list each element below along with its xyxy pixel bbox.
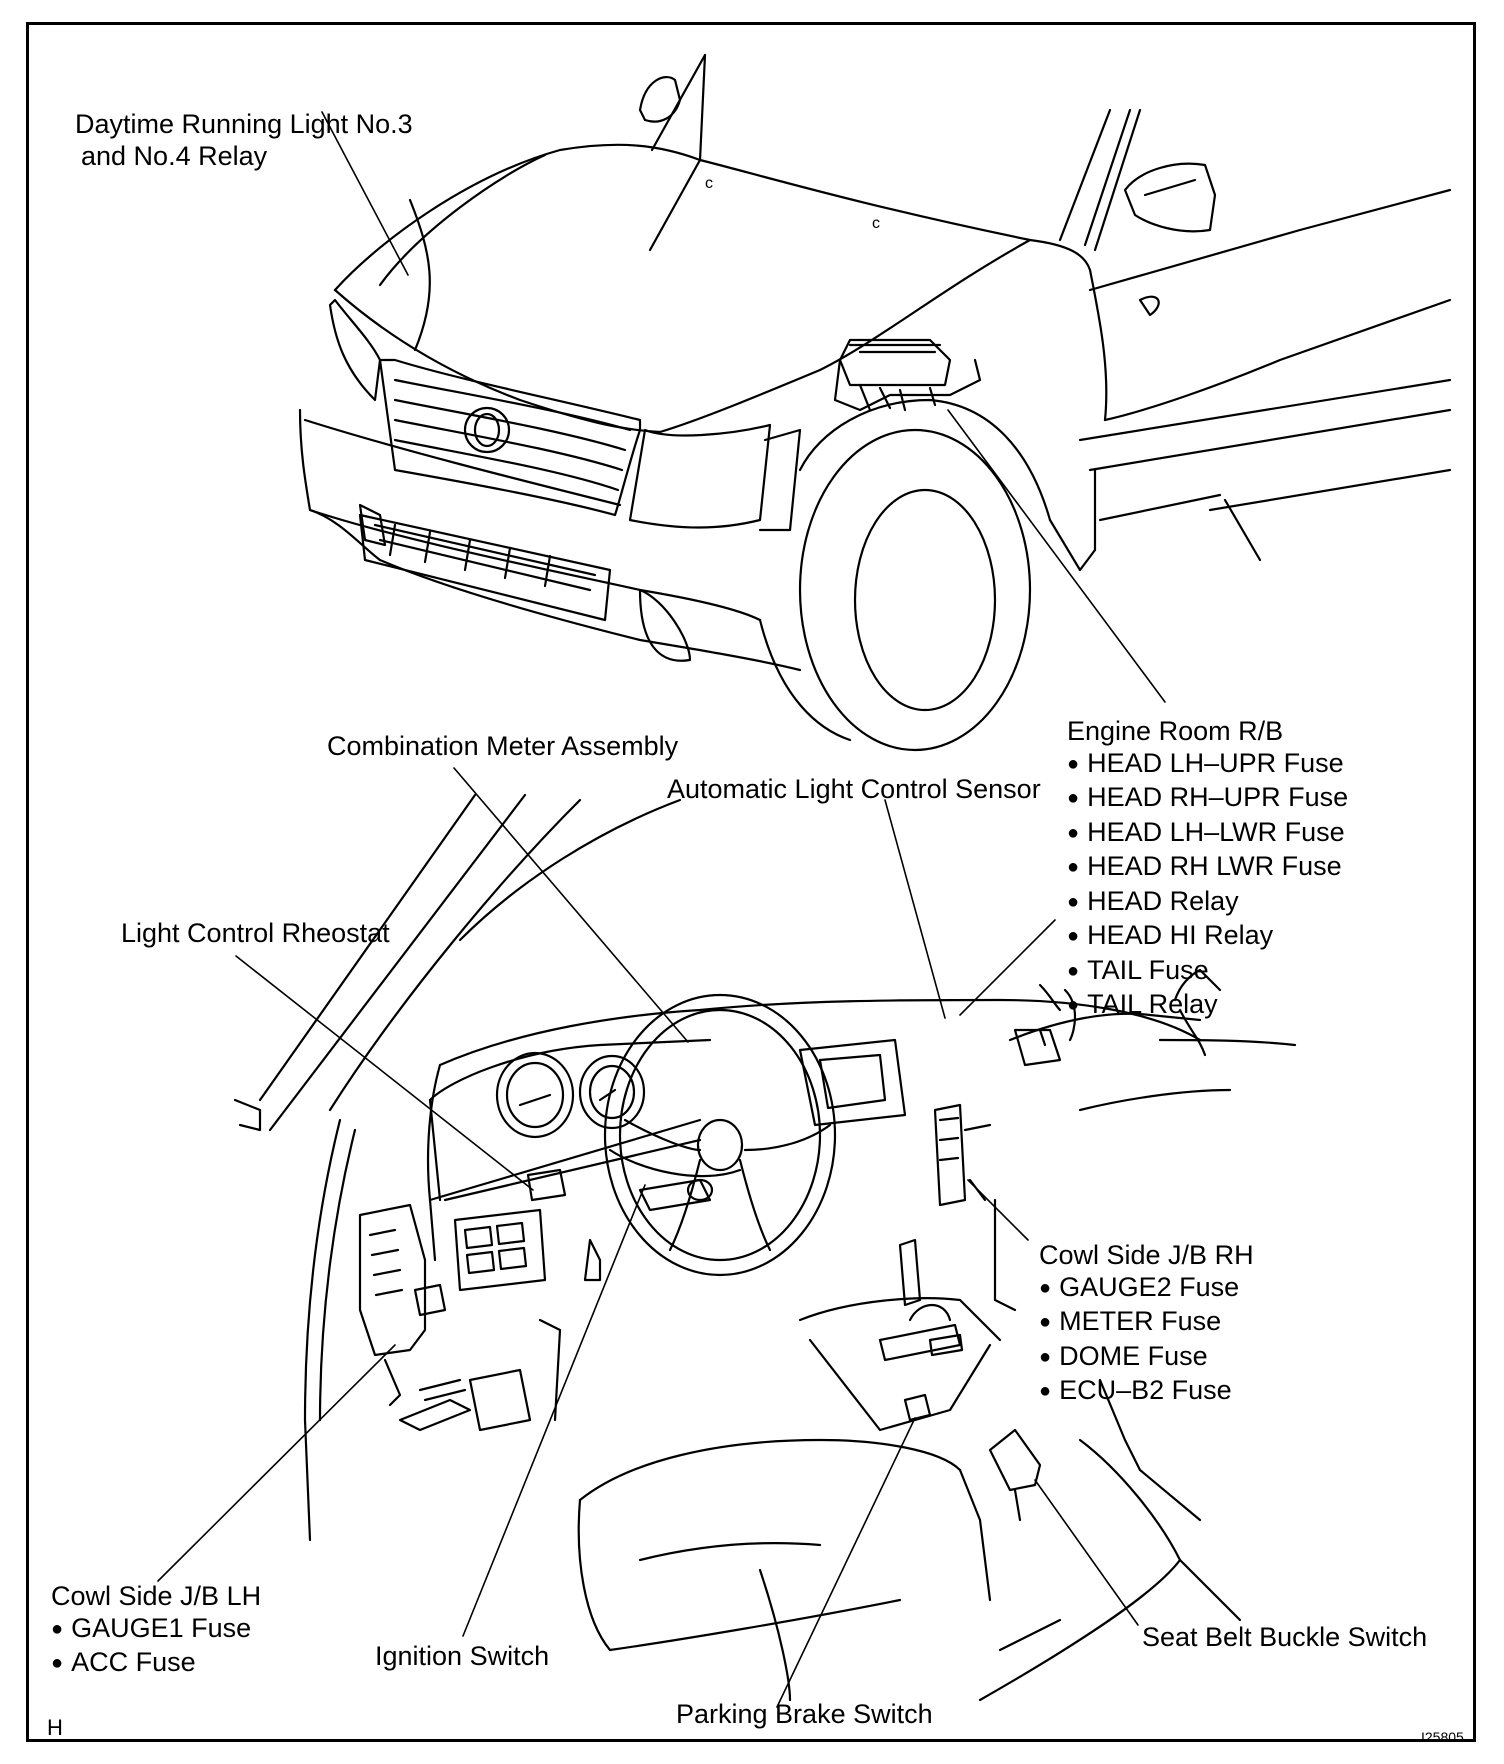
leader-light-rheostat	[235, 955, 534, 1191]
ignition-switch-label: Ignition Switch	[375, 1641, 550, 1671]
cowl-side-rh-item: METER Fuse	[1039, 1306, 1254, 1341]
cowl-side-rh-item: DOME Fuse	[1039, 1341, 1254, 1376]
engine-room-rb-item: HEAD HI Relay	[1067, 920, 1348, 955]
leader-lines	[157, 111, 1166, 1708]
cowl-side-rh-item: ECU–B2 Fuse	[1039, 1375, 1254, 1410]
corner-mark: H	[47, 1715, 63, 1740]
seat-belt-buckle-switch-label: Seat Belt Buckle Switch	[1142, 1622, 1428, 1652]
leader-auto-light-sensor-tail	[959, 919, 1056, 1016]
leader-cowl-side-lh	[157, 1344, 396, 1582]
engine-room-rb-item: HEAD LH–UPR Fuse	[1067, 748, 1348, 783]
leader-combination-meter	[453, 767, 689, 1043]
engine-room-rb-item: TAIL Relay	[1067, 989, 1348, 1024]
leader-ignition-switch	[462, 1184, 646, 1637]
cowl-side-lh-title: Cowl Side J/B LH	[51, 1581, 262, 1611]
leader-seat-belt-buckle	[1034, 1479, 1139, 1626]
leader-parking-brake	[776, 1417, 916, 1708]
engine-room-rb-callout: Engine Room R/B HEAD LH–UPR Fuse HEAD RH…	[1067, 716, 1348, 1024]
figure-frame	[26, 22, 1476, 1742]
leader-drl-relay	[321, 111, 409, 276]
engine-room-rb-title: Engine Room R/B	[1067, 716, 1284, 746]
cowl-side-lh-item: GAUGE1 Fuse	[51, 1613, 261, 1648]
cowl-side-rh-callout: Cowl Side J/B RH GAUGE2 Fuse METER Fuse …	[1039, 1240, 1254, 1410]
engine-room-rb-item: HEAD RH–UPR Fuse	[1067, 782, 1348, 817]
parking-brake-switch-label: Parking Brake Switch	[676, 1699, 933, 1729]
leader-engine-room-rb	[947, 409, 1166, 703]
leader-cowl-side-rh	[967, 1179, 1029, 1241]
figure-id: I25805	[1421, 1729, 1464, 1745]
engine-room-rb-item: HEAD RH LWR Fuse	[1067, 851, 1348, 886]
leader-auto-light-sensor	[884, 799, 946, 1019]
cowl-side-rh-title: Cowl Side J/B RH	[1039, 1240, 1254, 1270]
svg-text:c: c	[705, 175, 713, 192]
engine-room-rb-item: HEAD Relay	[1067, 886, 1348, 921]
combination-meter-label: Combination Meter Assembly	[327, 731, 679, 761]
light-rheostat-label: Light Control Rheostat	[121, 918, 390, 948]
drl-relay-label-line1: Daytime Running Light No.3	[75, 109, 413, 139]
cowl-side-lh-item: ACC Fuse	[51, 1647, 261, 1682]
cowl-side-rh-item: GAUGE2 Fuse	[1039, 1272, 1254, 1307]
engine-room-rb-item: HEAD LH–LWR Fuse	[1067, 817, 1348, 852]
drl-relay-label-line2: and No.4 Relay	[81, 141, 268, 171]
cowl-side-lh-callout: Cowl Side J/B LH GAUGE1 Fuse ACC Fuse	[51, 1581, 261, 1682]
engine-room-rb-item: TAIL Fuse	[1067, 955, 1348, 990]
vehicle-interior	[233, 793, 1297, 1702]
svg-text:c: c	[872, 215, 880, 232]
vehicle-exterior: c c	[298, 53, 1452, 752]
auto-light-sensor-label: Automatic Light Control Sensor	[667, 774, 1041, 804]
